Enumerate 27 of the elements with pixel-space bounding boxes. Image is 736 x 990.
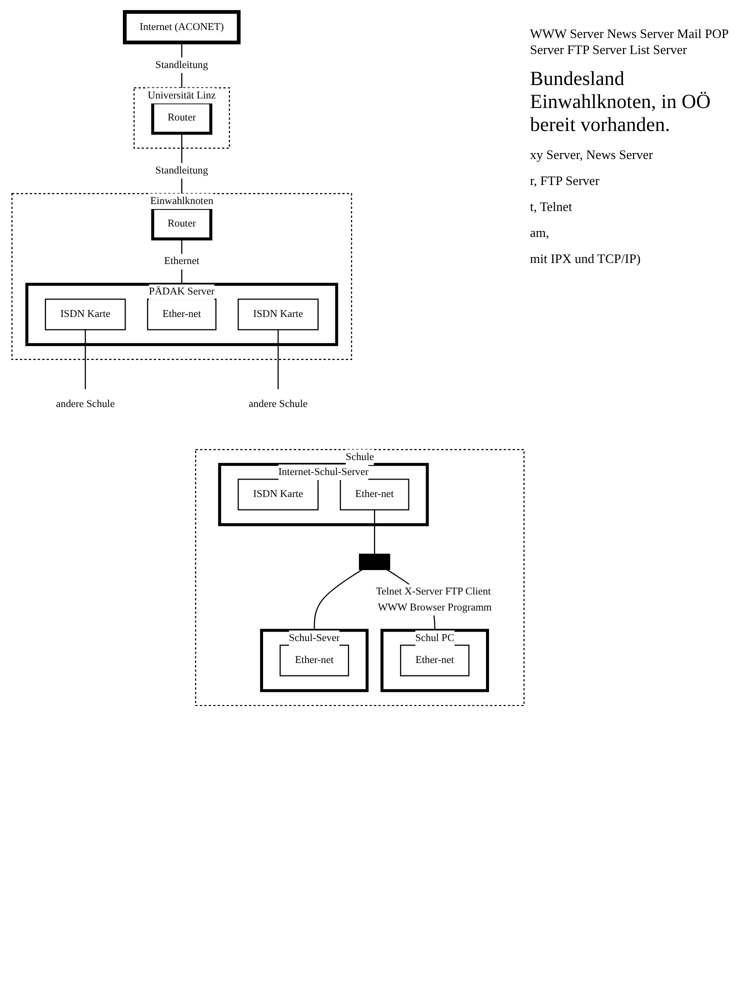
edge-label: Standleitung <box>155 60 208 71</box>
node-box: Internet (ACONET) <box>122 10 241 44</box>
node-box: ISDN Karte <box>238 478 319 510</box>
note: Bundesland Einwahlknoten, in OÖ bereit vorhanden. <box>530 68 712 137</box>
node-box: ISDN Karte <box>238 298 319 330</box>
connector <box>374 510 376 554</box>
connector <box>278 330 279 390</box>
edge-label: Ethernet <box>164 256 200 268</box>
note: am, <box>530 225 550 241</box>
node-box: Ether-net <box>340 478 410 510</box>
node-text: andere Schule <box>248 398 308 410</box>
node-box: Ether-net <box>147 298 216 330</box>
edge-label: Telnet X-Server FTP Client WWW Browser Programm <box>376 586 492 614</box>
note: r, FTP Server <box>530 173 600 189</box>
note: WWW Server News Server Mail POP Server FTP Server List Server <box>530 26 730 58</box>
node-box: Router <box>151 101 212 135</box>
node-box: Router <box>151 206 212 240</box>
node-bar <box>358 554 390 570</box>
node-text: andere Schule <box>56 398 115 410</box>
edge-label: Standleitung <box>155 165 208 176</box>
node-box: Ether-net <box>400 644 470 676</box>
note: mit IPX und TCP/IP) <box>530 251 642 267</box>
note: xy Server, News Server <box>530 147 654 163</box>
connector <box>84 330 86 390</box>
note: t, Telnet <box>530 199 574 215</box>
node-box: Ether-net <box>280 644 350 676</box>
node-box: ISDN Karte <box>44 298 126 330</box>
